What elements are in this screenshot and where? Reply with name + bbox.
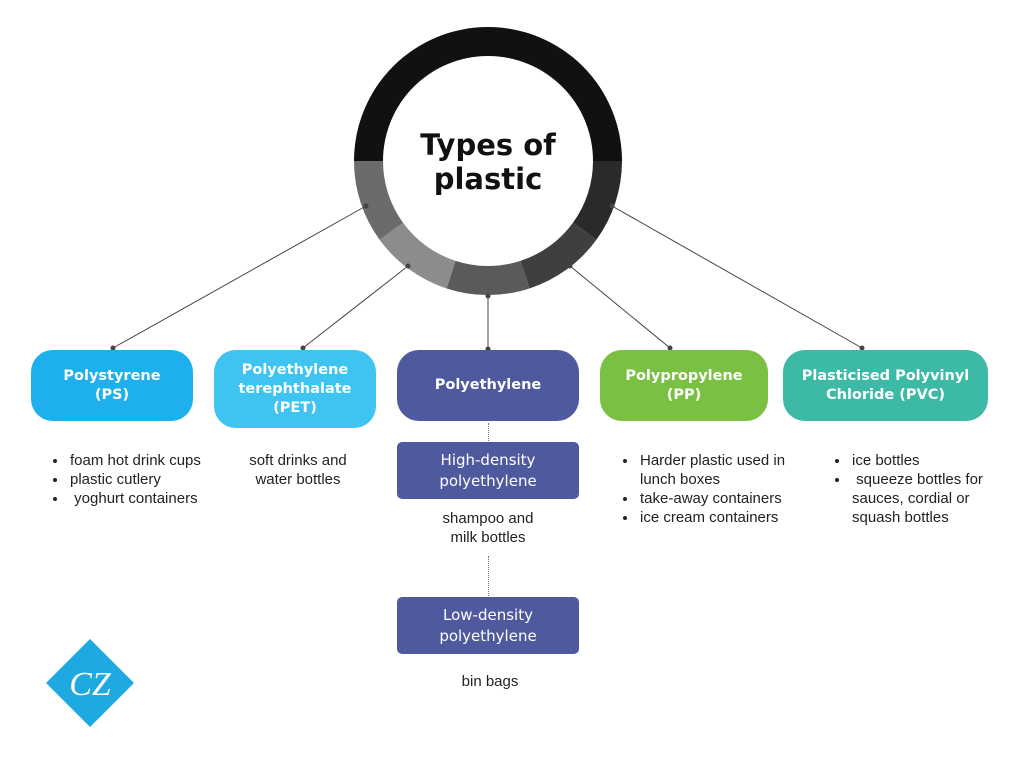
- ring-segment: [520, 222, 597, 289]
- polypropylene-examples: Harder plastic used in lunch boxes take-…: [620, 451, 818, 527]
- ring-segment-top: [354, 27, 622, 161]
- category-pet: Polyethylene terephthalate (PET): [214, 350, 376, 428]
- list-item: ice cream containers: [638, 508, 818, 527]
- cz-diamond-logo-icon: CZ: [46, 639, 134, 727]
- category-polypropylene: Polypropylene (PP): [600, 350, 768, 421]
- subtype-ldpe: Low-density polyethylene: [397, 597, 579, 654]
- list-item: plastic cutlery: [68, 470, 238, 489]
- pvc-examples: ice bottles squeeze bottles for sauces, …: [832, 451, 1010, 527]
- category-pvc: Plasticised Polyvinyl Chloride (PVC): [783, 350, 988, 421]
- center-ring: [354, 27, 622, 295]
- connector-ps: [112, 205, 367, 349]
- category-polystyrene: Polystyrene (PS): [31, 350, 193, 421]
- dotted-connector-hdpe: [488, 423, 489, 441]
- connector-pp: [569, 265, 671, 349]
- connector-pvc: [611, 205, 863, 349]
- ring-segment: [379, 222, 456, 289]
- connector-lines: [110, 203, 865, 352]
- ring-segment: [446, 260, 530, 295]
- pet-examples: soft drinks and water bottles: [249, 452, 347, 488]
- list-item: ice bottles: [850, 451, 1010, 470]
- ldpe-examples: bin bags: [461, 673, 519, 690]
- list-item: foam hot drink cups: [68, 451, 238, 470]
- list-item: take-away containers: [638, 489, 818, 508]
- ring-segment: [572, 161, 622, 240]
- dotted-connector-ldpe: [488, 556, 489, 596]
- list-item: squeeze bottles for sauces, cordial or s…: [850, 470, 1010, 527]
- list-item: yoghurt containers: [68, 489, 238, 508]
- polystyrene-examples: foam hot drink cups plastic cutlery yogh…: [50, 451, 238, 508]
- hdpe-examples: shampoo and milk bottles: [442, 510, 534, 546]
- logo-text: CZ: [69, 666, 112, 703]
- connector-pet: [302, 265, 409, 349]
- diagram-title: Types of plastic: [420, 128, 556, 196]
- list-item: Harder plastic used in lunch boxes: [638, 451, 818, 489]
- subtype-hdpe: High-density polyethylene: [397, 442, 579, 499]
- ring-segment: [354, 161, 404, 240]
- category-polyethylene: Polyethylene: [397, 350, 579, 421]
